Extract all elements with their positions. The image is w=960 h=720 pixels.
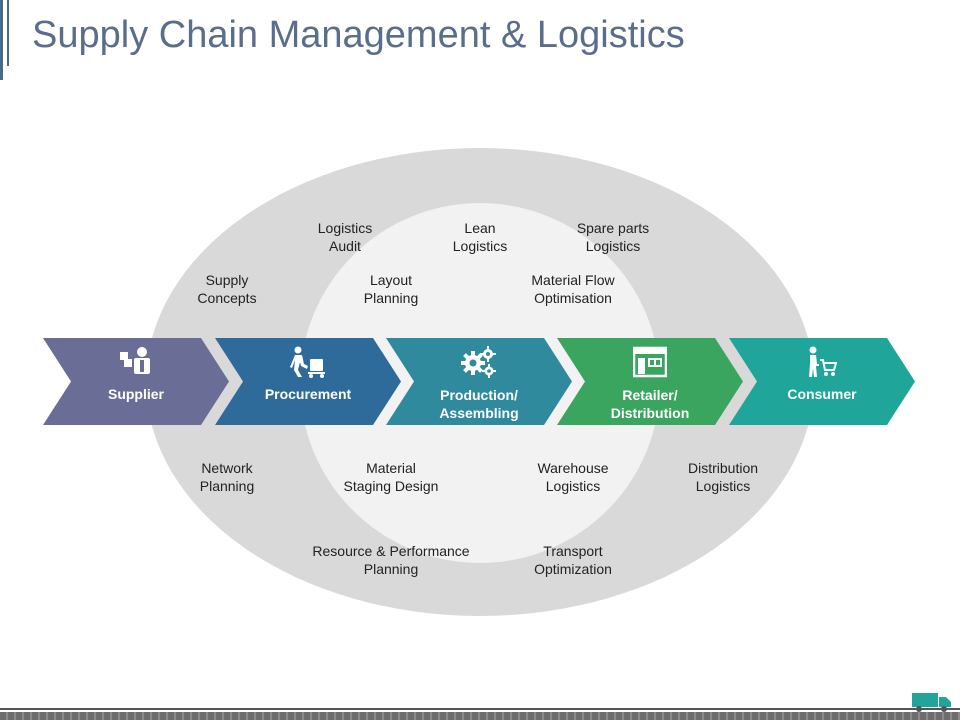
procurement-icon: [215, 346, 401, 378]
chevron-procurement: [215, 338, 401, 425]
gears-icon: [386, 346, 572, 378]
label-network-planning: Network Planning: [199, 460, 255, 494]
store-icon: [557, 346, 743, 378]
shopping-cart-icon: [729, 346, 915, 378]
chevron-consumer: [729, 338, 915, 425]
chevron-shape: [43, 338, 229, 425]
label-layout-planning: Layout Planning: [363, 272, 419, 306]
stage-procurement: Procurement: [215, 338, 401, 425]
stage-label: Procurement: [264, 386, 352, 402]
label-distribution-logistics: Distribution Logistics: [687, 460, 759, 494]
label-supply-concepts: Supply Concepts: [197, 272, 257, 306]
footer-road: [0, 712, 960, 720]
chevron-shape: [215, 338, 401, 425]
stage-label: Consumer: [787, 386, 857, 402]
label-logistics-audit: Logistics Audit: [317, 220, 373, 254]
stage-label: Supplier: [107, 386, 164, 402]
label-lean-logistics: Lean Logistics: [452, 220, 508, 254]
truck-icon: [912, 691, 952, 718]
supplier-icon: [43, 346, 229, 378]
label-material-staging: Material Staging Design: [343, 460, 439, 494]
accent-bar: [0, 0, 3, 80]
stage-retailer: Retailer/ Distribution: [557, 338, 743, 425]
accent-bar-thin: [7, 0, 9, 66]
label-material-flow: Material Flow Optimisation: [531, 272, 615, 306]
stage-production: Production/ Assembling: [386, 338, 572, 425]
chevron-shape: [729, 338, 915, 425]
chevron-supplier: [43, 338, 229, 425]
chevron-shape: [386, 338, 572, 425]
label-resource-planning: Resource & Performance Planning: [312, 543, 470, 577]
stage-label: Retailer/ Distribution: [610, 387, 690, 421]
stage-label: Production/ Assembling: [439, 387, 519, 421]
label-transport-optimization: Transport Optimization: [534, 543, 612, 577]
label-spare-parts-logistics: Spare parts Logistics: [576, 220, 650, 254]
chevron-retailer: [557, 338, 743, 425]
chevron-production: [386, 338, 572, 425]
page-title: Supply Chain Management & Logistics: [32, 14, 685, 56]
chevron-shape: [557, 338, 743, 425]
footer-line: [0, 708, 960, 710]
stage-supplier: Supplier: [43, 338, 229, 425]
label-warehouse-logistics: Warehouse Logistics: [537, 460, 609, 494]
stage-consumer: Consumer: [729, 338, 915, 425]
